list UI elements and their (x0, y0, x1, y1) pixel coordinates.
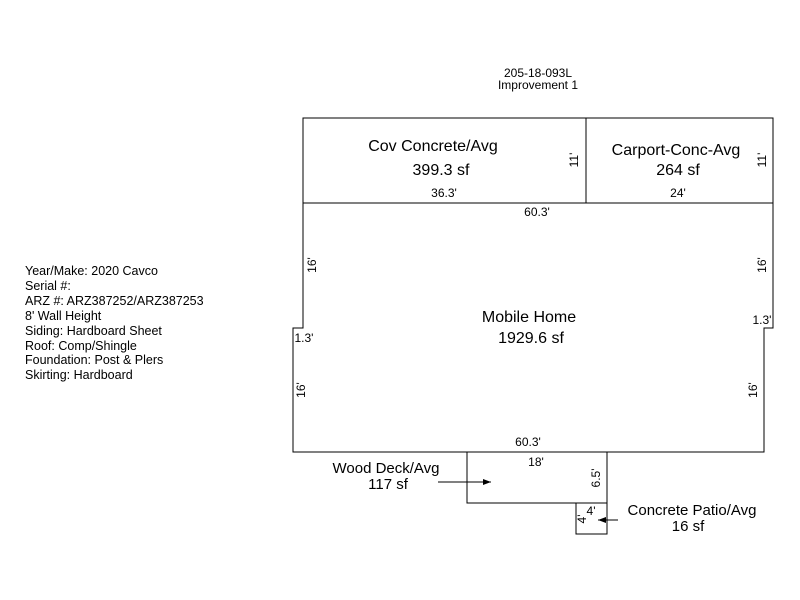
info-arz: ARZ #: ARZ387252/ARZ387253 (25, 293, 204, 308)
concrete-patio-depth-dim: 4' (575, 515, 589, 524)
info-year-make: Year/Make: 2020 Cavco (25, 264, 158, 278)
concrete-patio-width-dim: 4' (587, 504, 596, 518)
mobile-home-right-jog-dim: 1.3' (753, 313, 772, 327)
mobile-home-right-upper-dim: 16' (755, 257, 769, 273)
cov-concrete-width-dim: 36.3' (431, 186, 457, 200)
mobile-home-name: Mobile Home (482, 309, 576, 326)
concrete-patio-outline (575, 502, 608, 535)
carport-area: 264 sf (656, 162, 700, 179)
property-info-block: Year/Make: 2020 Cavco Serial #: ARZ #: A… (25, 264, 204, 383)
mobile-home-right-lower-dim: 16' (746, 382, 760, 398)
mobile-home-left-upper-dim: 16' (305, 257, 319, 273)
wood-deck-depth-dim: 6.5' (589, 469, 603, 488)
info-foundation: Foundation: Post & Plers (25, 353, 164, 368)
mobile-home-area: 1929.6 sf (498, 330, 564, 347)
mobile-home-left-jog-dim: 1.3' (295, 331, 314, 345)
info-roof: Roof: Comp/Shingle (25, 338, 137, 353)
concrete-patio-name: Concrete Patio/Avg (628, 502, 757, 519)
info-wall-height: 8' Wall Height (25, 308, 102, 323)
improvement-label: Improvement 1 (498, 78, 578, 92)
mobile-home-top-dim: 60.3' (524, 205, 550, 219)
wood-deck-width-dim: 18' (528, 455, 544, 469)
cov-concrete-name: Cov Concrete/Avg (368, 138, 498, 155)
mobile-home-left-lower-dim: 16' (294, 382, 308, 398)
wood-deck-area: 117 sf (368, 476, 409, 493)
info-skirting: Skirting: Hardboard (25, 368, 133, 383)
wood-deck-outline (466, 451, 608, 504)
parcel-id: 205-18-093L (504, 66, 572, 80)
mobile-home-bottom-dim: 60.3' (515, 435, 541, 449)
cov-concrete-area: 399.3 sf (413, 162, 470, 179)
carport-depth-dim: 11' (755, 153, 769, 168)
wood-deck-name: Wood Deck/Avg (333, 460, 440, 477)
info-serial: Serial #: (25, 278, 71, 293)
carport-name: Carport-Conc-Avg (612, 142, 741, 159)
concrete-patio-area: 16 sf (672, 518, 705, 535)
cov-concrete-depth-dim: 11' (567, 153, 581, 168)
info-siding: Siding: Hardboard Sheet (25, 323, 162, 338)
mobile-home-outline (292, 202, 774, 453)
carport-width-dim: 24' (670, 186, 686, 200)
